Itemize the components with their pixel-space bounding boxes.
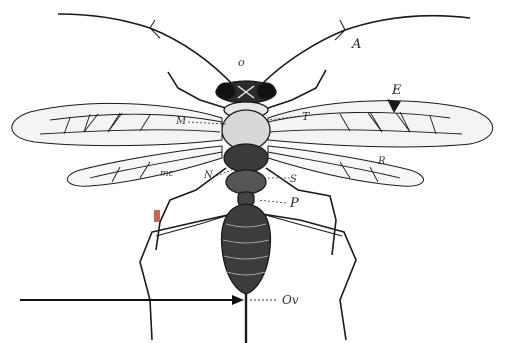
- accent-mark: [154, 210, 160, 222]
- label-scutellum: S: [290, 174, 297, 185]
- antennae: [58, 14, 470, 88]
- forewing-right: [268, 101, 493, 147]
- label-radial: R: [377, 156, 386, 167]
- label-petiole: P: [289, 196, 299, 211]
- midleg-left: [156, 168, 226, 250]
- eye-left: [217, 83, 235, 99]
- midleg-right: [266, 168, 336, 255]
- label-antenna: A: [351, 37, 361, 52]
- label-ocellus: o: [238, 56, 245, 69]
- label-medial: mc: [160, 169, 174, 179]
- label-ovipositor: Ov: [282, 293, 299, 307]
- label-mesonotum: M: [175, 116, 187, 127]
- hindleg-left: [140, 214, 232, 340]
- pointer-arrow: [20, 295, 244, 305]
- abdomen: [222, 204, 271, 294]
- body: [216, 81, 276, 343]
- eye-right: [257, 83, 275, 99]
- antenna-right: [258, 16, 470, 88]
- thorax-propodeum: [226, 170, 266, 194]
- forewing-left: [12, 103, 222, 145]
- label-forewing: E: [391, 83, 402, 98]
- thorax-scutellum: [224, 144, 268, 172]
- hindleg-right: [262, 214, 356, 340]
- antenna-left: [58, 14, 236, 88]
- label-node: N: [203, 170, 214, 181]
